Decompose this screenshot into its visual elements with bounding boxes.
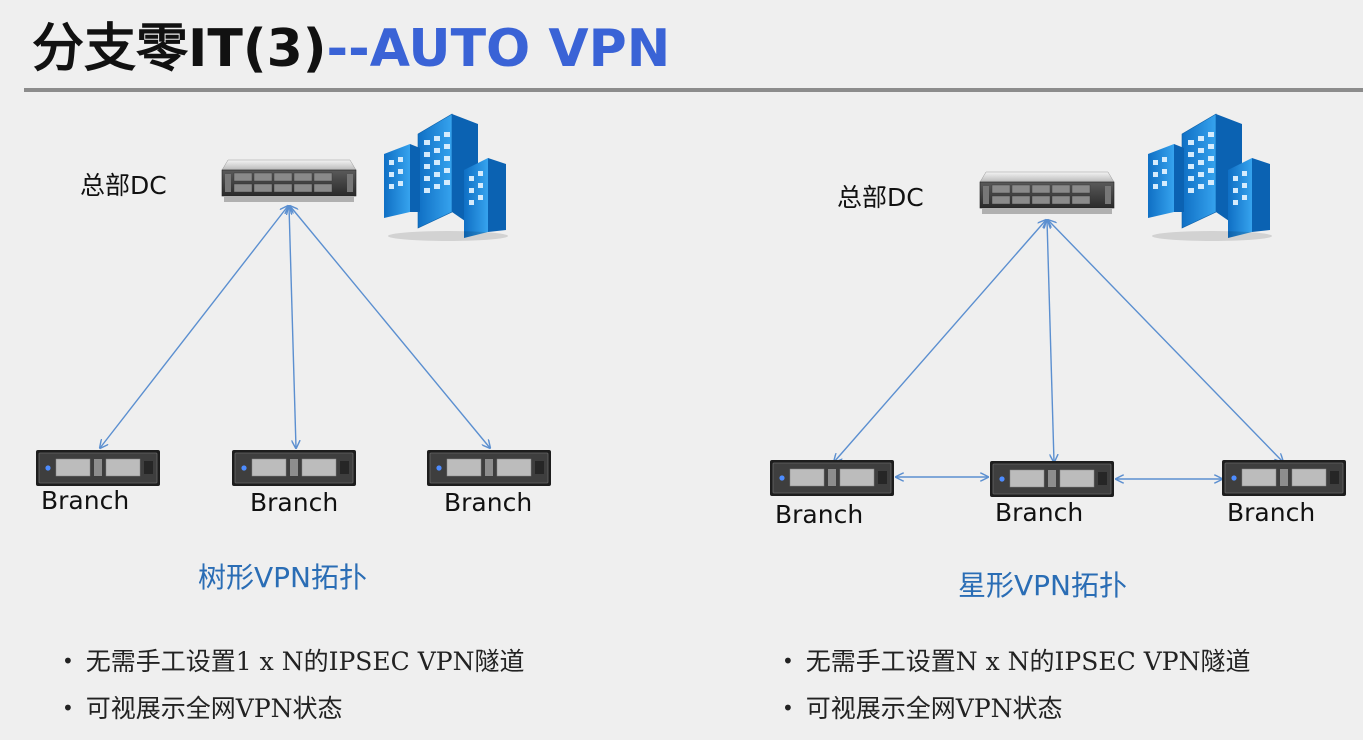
branch-appliance-icon <box>231 449 357 487</box>
rack-server-icon <box>979 171 1115 215</box>
rack-server-icon <box>221 159 357 203</box>
branch-label: Branch <box>1227 498 1316 527</box>
branch-label: Branch <box>250 488 339 517</box>
branch-appliance-icon <box>1221 459 1347 497</box>
double-arrow-link-icon <box>289 206 296 448</box>
title-divider <box>24 88 1363 92</box>
left-topology <box>35 113 552 487</box>
double-arrow-link-icon <box>834 220 1046 462</box>
double-arrow-link-icon <box>1047 220 1054 462</box>
branch-label: Branch <box>41 486 130 515</box>
right-bullet-list: 无需手工设置N x N的IPSEC VPN隧道 可视展示全网VPN状态 <box>782 638 1251 732</box>
hq-dc-label: 总部DC <box>837 183 924 212</box>
branch-appliance-icon <box>35 449 161 487</box>
bullet-item: 可视展示全网VPN状态 <box>782 685 1250 732</box>
page-title-accent: --AUTO VPN <box>326 19 671 79</box>
bullet-item: 无需手工设置N x N的IPSEC VPN隧道 <box>782 638 1251 685</box>
page-title: 分支零IT(3)--AUTO VPN <box>32 14 670 84</box>
branch-appliance-icon <box>426 449 552 487</box>
double-arrow-link-icon <box>290 206 490 448</box>
building-icon <box>1147 113 1273 242</box>
double-arrow-link-icon <box>100 206 288 448</box>
hq-dc-label: 总部DC <box>80 171 167 200</box>
branch-label: Branch <box>775 500 864 529</box>
left-bullet-list: 无需手工设置1 x N的IPSEC VPN隧道 可视展示全网VPN状态 <box>62 638 525 732</box>
branch-appliance-icon <box>769 459 895 497</box>
branch-label: Branch <box>995 498 1084 527</box>
building-icon <box>383 113 509 242</box>
bullet-item: 可视展示全网VPN状态 <box>62 685 524 732</box>
page-title-main: 分支零IT(3) <box>32 19 327 79</box>
star-topology-caption: 星形VPN拓扑 <box>958 569 1127 602</box>
branch-appliance-icon <box>989 460 1115 498</box>
bullet-item: 无需手工设置1 x N的IPSEC VPN隧道 <box>62 638 525 685</box>
branch-label: Branch <box>444 488 533 517</box>
right-topology <box>769 113 1347 498</box>
tree-topology-caption: 树形VPN拓扑 <box>198 561 367 594</box>
double-arrow-link-icon <box>1048 220 1283 462</box>
